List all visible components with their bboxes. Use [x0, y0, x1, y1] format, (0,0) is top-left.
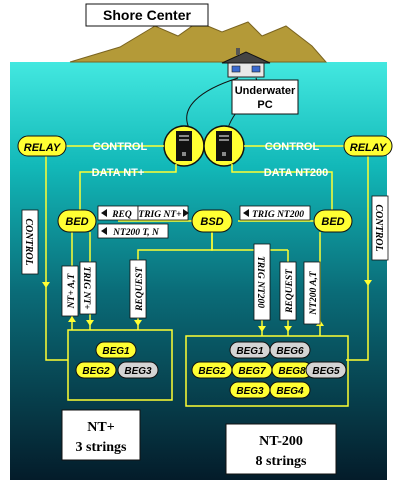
underwater-pc-label-1: Underwater	[235, 85, 296, 97]
bed-right-label: BED	[321, 216, 344, 228]
data-ntplus-label: DATA NT+	[92, 167, 145, 179]
beg-right-3-label: BEG3	[236, 386, 264, 397]
beg-left-3-node	[117, 361, 159, 379]
caption-nt200: NT-200 8 strings	[225, 423, 337, 475]
control-left-label: CONTROL	[93, 141, 148, 153]
nt200-tn-box: NT200 T, N	[97, 223, 169, 239]
beg-left-2-label: BEG2	[82, 366, 110, 377]
beg-right-5-node	[305, 361, 347, 379]
beg-right-6-label: BEG6	[276, 346, 304, 357]
underwater-pc-box	[231, 79, 299, 115]
relay-left-node	[17, 135, 67, 157]
trig-nt200-box: TRIG NT200	[239, 205, 311, 221]
pc-left-icon	[163, 125, 205, 167]
request-left-label: REQUEST	[135, 266, 145, 312]
relay-left-label: RELAY	[24, 142, 62, 154]
trig-nt200-label: TRIG NT200	[252, 210, 304, 220]
pc-right-icon	[203, 125, 245, 167]
beg-group-ntplus: BEG1 BEG2 BEG3	[75, 341, 159, 379]
shore-house-icon	[221, 48, 271, 78]
request-left-box: REQUEST	[129, 259, 147, 319]
request-right-label: REQUEST	[285, 268, 295, 314]
beg-right-4-label: BEG4	[276, 386, 304, 397]
beg-left-3-label: BEG3	[124, 366, 152, 377]
shore-mountains	[69, 21, 328, 63]
bsd-label: BSD	[200, 216, 223, 228]
nt200-at-box: NT200 A,T	[303, 261, 321, 325]
shore-center-box	[85, 3, 209, 27]
ntplus-at-box: NT+ A,T	[61, 265, 79, 317]
req-signal-label: REQ	[111, 210, 132, 220]
caption-ntplus: NT+ 3 strings	[61, 409, 141, 461]
beg-left-1-node	[95, 341, 137, 359]
shore-cable	[186, 77, 239, 131]
ntplus-at-label: NT+ A,T	[67, 273, 77, 310]
nt200-at-label: NT200 A,T	[309, 270, 319, 316]
beg-right-7-label: BEG7	[238, 366, 266, 377]
beg-left-1-label: BEG1	[102, 346, 130, 357]
beg-left-2-node	[75, 361, 117, 379]
control-vertical-right-label: CONTROL	[373, 204, 384, 251]
shore-center-label: Shore Center	[103, 7, 191, 23]
bed-left-label: BED	[65, 216, 88, 228]
nt200-tn-label: NT200 T, N	[112, 228, 160, 238]
data-nt200-label: DATA NT200	[264, 167, 329, 179]
trig-ntplus-vert-box: TRIG NT+	[79, 261, 97, 315]
caption-ntplus-line2: 3 strings	[76, 440, 128, 455]
control-vertical-right: CONTROL	[371, 195, 389, 261]
control-right-label: CONTROL	[265, 141, 320, 153]
trig-ntplus-label: TRIG NT+	[138, 210, 181, 220]
trig-nt200-vert-box: TRIG NT200	[253, 243, 271, 321]
beg-group-nt200: BEG1 BEG6 BEG2 BEG7 BEG8 BEG5 BEG3 BEG4	[191, 341, 347, 399]
bsd-node	[191, 209, 233, 233]
bed-left-node	[57, 209, 97, 233]
control-vertical-left-label: CONTROL	[23, 218, 34, 265]
trig-ntplus-box: TRIG NT+	[137, 205, 189, 221]
req-signal-box: REQ	[97, 205, 139, 221]
caption-ntplus-line1: NT+	[87, 420, 114, 435]
underwater-pc-label-2: PC	[257, 99, 272, 111]
beg-right-4-node	[269, 381, 311, 399]
beg-right-6-node	[269, 341, 311, 359]
relay-right-node	[343, 135, 393, 157]
beg-right-8-label: BEG8	[278, 366, 306, 377]
bed-right-node	[313, 209, 353, 233]
beg-right-1-label: BEG1	[236, 346, 264, 357]
control-vertical-left: CONTROL	[21, 209, 39, 275]
relay-right-label: RELAY	[350, 142, 388, 154]
request-right-box: REQUEST	[279, 261, 297, 321]
trig-nt200-vert-label: TRIG NT200	[255, 256, 265, 308]
beg-right-5-label: BEG5	[312, 366, 340, 377]
caption-nt200-line2: 8 strings	[256, 454, 308, 469]
caption-nt200-line1: NT-200	[259, 434, 303, 449]
trig-ntplus-vert-label: TRIG NT+	[81, 266, 91, 309]
beg-right-2-label: BEG2	[198, 366, 226, 377]
